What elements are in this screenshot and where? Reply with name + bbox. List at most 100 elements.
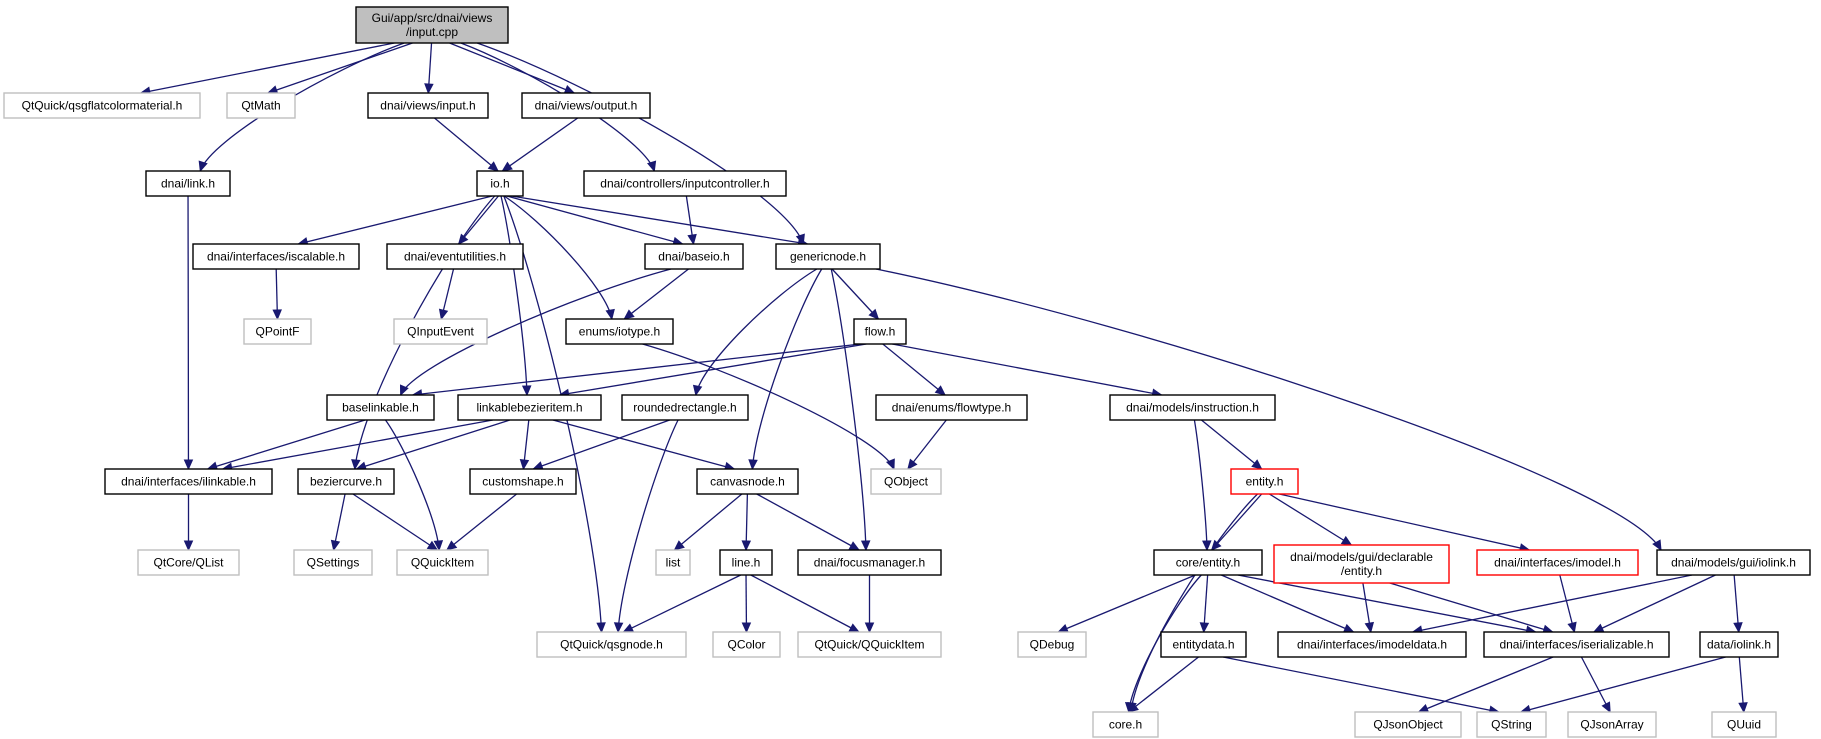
node-qobject[interactable]: QObject <box>870 468 942 495</box>
node-label: dnai/interfaces/imodel.h <box>1494 556 1621 570</box>
arrowhead <box>848 623 860 633</box>
arrowhead <box>934 385 946 396</box>
node-label: QUuid <box>1727 718 1761 732</box>
node-qtmath[interactable]: QtMath <box>226 92 296 119</box>
node-label: dnai/controllers/inputcontroller.h <box>600 177 769 191</box>
node-label: roundedrectangle.h <box>633 401 736 415</box>
node-box <box>355 6 509 44</box>
node-views_input[interactable]: dnai/views/input.h <box>367 92 489 119</box>
node-flow[interactable]: flow.h <box>853 318 907 345</box>
arrowhead <box>521 385 532 397</box>
node-imodel[interactable]: dnai/interfaces/imodel.h <box>1476 549 1639 576</box>
node-label: core.h <box>1109 718 1142 732</box>
edge-instruction-to-coreentity <box>1193 419 1208 551</box>
node-inputcontroller[interactable]: dnai/controllers/inputcontroller.h <box>583 170 787 197</box>
edge-baseio-to-baselinkable <box>400 268 672 396</box>
node-box <box>797 549 942 576</box>
node-qpointf[interactable]: QPointF <box>243 318 312 345</box>
node-declarable[interactable]: dnai/models/gui/declarable/entity.h <box>1273 544 1450 584</box>
arrowhead <box>907 458 918 470</box>
arrowhead <box>330 539 341 552</box>
node-focusmanager[interactable]: dnai/focusmanager.h <box>797 549 942 576</box>
arrowhead <box>501 161 513 172</box>
node-io[interactable]: io.h <box>476 170 524 197</box>
edge-coreentity-to-coreh <box>1128 574 1202 713</box>
node-iscalable[interactable]: dnai/interfaces/iscalable.h <box>192 243 360 270</box>
node-box <box>565 318 674 345</box>
node-quuid[interactable]: QUuid <box>1711 711 1777 738</box>
node-box <box>1711 711 1777 738</box>
edge-beziercurve-to-qsettings <box>332 493 346 551</box>
arrowhead <box>741 540 752 552</box>
node-label: QJsonObject <box>1373 718 1443 732</box>
node-qsettings[interactable]: QSettings <box>293 549 373 576</box>
node-box <box>1277 631 1467 658</box>
node-label: dnai/views/output.h <box>535 99 638 113</box>
node-box <box>1273 544 1450 584</box>
node-imodeldata[interactable]: dnai/interfaces/imodeldata.h <box>1277 631 1467 658</box>
node-coreentity[interactable]: core/entity.h <box>1153 549 1263 576</box>
node-label: QString <box>1491 718 1532 732</box>
node-roundedrect[interactable]: roundedrectangle.h <box>621 394 749 421</box>
node-baseio[interactable]: dnai/baseio.h <box>644 243 744 270</box>
node-qstring[interactable]: QString <box>1476 711 1547 738</box>
node-qjsonarray[interactable]: QJsonArray <box>1567 711 1657 738</box>
node-iotype[interactable]: enums/iotype.h <box>565 318 674 345</box>
edge-customshape-to-qquickitem <box>446 493 518 551</box>
edge-iolink-to-iserializable <box>1593 574 1716 633</box>
node-box <box>145 170 231 197</box>
node-qquickitem[interactable]: QQuickItem <box>396 549 489 576</box>
node-flowtype[interactable]: dnai/enums/flowtype.h <box>875 394 1028 421</box>
edge-baselinkable-to-ilinkable <box>207 419 366 470</box>
node-qsgnode[interactable]: QtQuick/qsgnode.h <box>536 631 687 658</box>
node-label: Gui/app/src/dnai/views <box>372 11 493 25</box>
node-genericnode[interactable]: genericnode.h <box>775 243 881 270</box>
edge-iolink-to-imodeldata <box>1412 574 1693 633</box>
node-baselinkable[interactable]: baselinkable.h <box>326 394 435 421</box>
node-label: dnai/focusmanager.h <box>814 556 925 570</box>
arrowhead <box>623 309 635 320</box>
arrowhead <box>605 308 615 321</box>
node-label: dnai/baseio.h <box>658 250 729 264</box>
node-box <box>1153 549 1263 576</box>
node-label: core/entity.h <box>1176 556 1240 570</box>
arrowhead <box>596 622 606 634</box>
edge-io-to-iscalable <box>298 195 493 245</box>
node-line[interactable]: line.h <box>719 549 773 576</box>
node-data_iolink[interactable]: data/iolink.h <box>1699 631 1779 658</box>
node-qlist[interactable]: QtCore/QList <box>137 549 240 576</box>
arrowhead <box>487 161 499 172</box>
node-beziercurve[interactable]: beziercurve.h <box>297 468 395 495</box>
node-linkablebezier[interactable]: linkablebezieritem.h <box>457 394 602 421</box>
node-customshape[interactable]: customshape.h <box>469 468 577 495</box>
node-entitydata[interactable]: entitydata.h <box>1160 631 1247 658</box>
edge-genericnode-to-canvasnode <box>751 268 823 470</box>
node-link[interactable]: dnai/link.h <box>145 170 231 197</box>
node-qinputevent[interactable]: QInputEvent <box>393 318 488 345</box>
node-label: dnai/interfaces/iserializable.h <box>1499 638 1653 652</box>
node-ilinkable[interactable]: dnai/interfaces/ilinkable.h <box>104 468 273 495</box>
node-label: QPointF <box>255 325 299 339</box>
node-label: QtQuick/QQuickItem <box>814 638 924 652</box>
edge-imodel-to-iserializable <box>1559 574 1576 633</box>
edge-data_iolink-to-qstring <box>1520 656 1726 713</box>
node-instruction[interactable]: dnai/models/instruction.h <box>1109 394 1276 421</box>
arrowhead <box>1057 623 1069 633</box>
node-qsgflat[interactable]: QtQuick/qsgflatcolormaterial.h <box>3 92 201 119</box>
node-root[interactable]: Gui/app/src/dnai/views/input.cpp <box>355 6 509 44</box>
node-iserializable[interactable]: dnai/interfaces/iserializable.h <box>1483 631 1670 658</box>
node-list[interactable]: list <box>655 549 691 576</box>
node-qtquickitem[interactable]: QtQuick/QQuickItem <box>797 631 942 658</box>
node-entity[interactable]: entity.h <box>1230 468 1299 495</box>
node-qdebug[interactable]: QDebug <box>1017 631 1087 658</box>
node-coreh[interactable]: core.h <box>1092 711 1159 738</box>
node-views_output[interactable]: dnai/views/output.h <box>521 92 651 119</box>
node-iolink[interactable]: dnai/models/gui/iolink.h <box>1656 549 1811 576</box>
edge-iserializable-to-qjsonarray <box>1580 656 1611 713</box>
node-qcolor[interactable]: QColor <box>712 631 781 658</box>
node-label: dnai/views/input.h <box>380 99 475 113</box>
node-qjsonobject[interactable]: QJsonObject <box>1354 711 1462 738</box>
node-canvasnode[interactable]: canvasnode.h <box>696 468 799 495</box>
node-eventutilities[interactable]: dnai/eventutilities.h <box>386 243 524 270</box>
